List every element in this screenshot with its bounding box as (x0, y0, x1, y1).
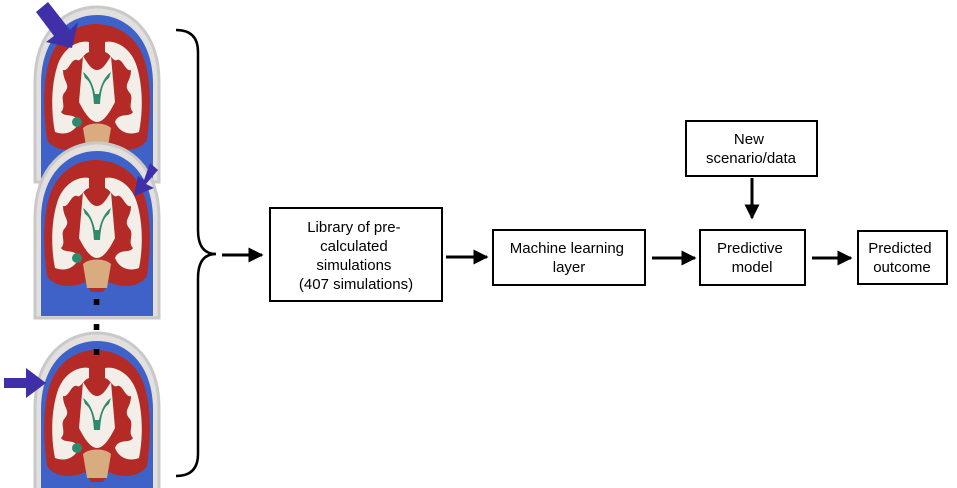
impact-arrow-3 (4, 368, 46, 398)
ellipsis-dot-3: . (91, 320, 102, 364)
impact-arrow-1 (36, 2, 78, 48)
ml-layer-box-label: Machine learning layer (510, 240, 628, 276)
ellipsis-dot-1: . (91, 270, 102, 314)
grouping-brace (175, 28, 217, 478)
predicted-outcome-box-label: Predicted outcome (868, 240, 936, 276)
predictive-model-box-label: Predictive model (717, 240, 787, 276)
predictive-model-box (699, 229, 806, 286)
new-data-box-label: New scenario/data (706, 131, 797, 167)
predicted-outcome-box (857, 230, 948, 285)
ellipsis-dot-2: . (91, 295, 102, 339)
library-box (269, 207, 443, 302)
new-data-box (685, 120, 818, 177)
ml-layer-box (492, 229, 646, 286)
library-box-label: Library of pre- calculated simulations (… (299, 219, 413, 293)
impact-arrow-2 (134, 163, 158, 196)
